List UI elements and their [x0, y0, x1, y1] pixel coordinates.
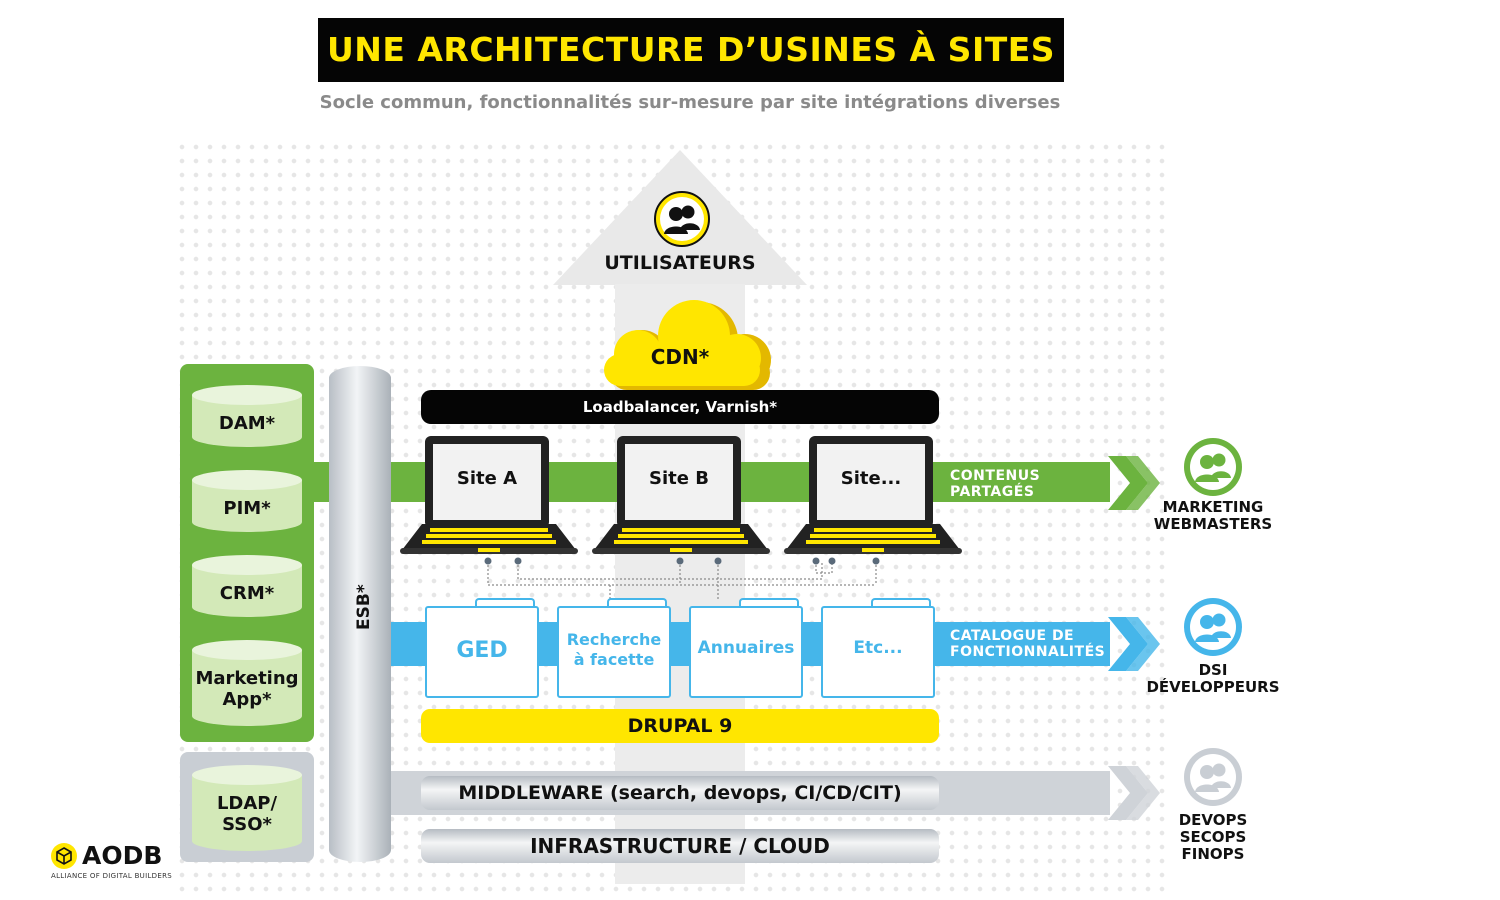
keyboard-icon — [592, 524, 770, 554]
laptop-screen: Site... — [809, 436, 933, 528]
brand-tagline: ALLIANCE OF DIGITAL BUILDERS — [51, 872, 172, 880]
site-a-laptop: Site A — [400, 436, 578, 556]
marketing-app-label: Marketing App* — [195, 668, 299, 710]
infrastructure-bar: INFRASTRUCTURE / CLOUD — [421, 829, 939, 863]
marketing-role-line2: WEBMASTERS — [1153, 515, 1273, 533]
dam-label: DAM* — [218, 413, 276, 434]
laptop-screen: Site A — [425, 436, 549, 528]
site-b-label: Site B — [649, 468, 709, 489]
marketing-users-icon — [1183, 437, 1243, 501]
users-icon — [653, 190, 711, 252]
faceted-search-label: Recherche à facette — [566, 630, 662, 669]
dsi-users-icon — [1183, 597, 1243, 661]
dsi-role-line1: DSI — [1198, 661, 1228, 679]
pim-label: PIM* — [223, 498, 271, 519]
esb-label: ESB* — [354, 584, 374, 630]
drupal-bar: DRUPAL 9 — [421, 709, 939, 743]
connector-lines — [484, 557, 880, 603]
dsi-role-line2: DÉVELOPPEURS — [1146, 678, 1280, 696]
ops-users-icon — [1183, 747, 1243, 811]
page-subtitle: Socle commun, fonctionnalités sur-mesure… — [319, 92, 1061, 113]
aodb-logo-icon — [50, 842, 78, 874]
etc-label: Etc... — [853, 638, 903, 658]
shared-content-line2: PARTAGÉS — [950, 484, 1035, 500]
catalog-line2: FONCTIONNALITÉS — [950, 644, 1106, 660]
directories-label: Annuaires — [697, 638, 795, 658]
ops-role-line2: SECOPS — [1179, 828, 1247, 846]
site-b-laptop: Site B — [592, 436, 770, 556]
dsi-role-label: DSI DÉVELOPPEURS — [1133, 662, 1293, 696]
ops-role-line3: FINOPS — [1181, 845, 1245, 863]
cdn-label: CDN* — [650, 345, 710, 369]
site-a-label: Site A — [456, 468, 518, 489]
blue-chevrons-icon — [1108, 617, 1164, 675]
keyboard-icon — [784, 524, 962, 554]
middleware-bar: MIDDLEWARE (search, devops, CI/CD/CIT) — [421, 776, 939, 810]
catalog-label: CATALOGUE DE FONCTIONNALITÉS — [950, 628, 1105, 660]
ops-role-line1: DEVOPS — [1178, 811, 1248, 829]
keyboard-icon — [400, 524, 578, 554]
crm-label: CRM* — [219, 583, 275, 604]
shared-content-line1: CONTENUS — [950, 468, 1041, 484]
page-title: UNE ARCHITECTURE D’USINES À SITES — [318, 18, 1064, 82]
esb-bus — [329, 366, 391, 862]
catalog-line1: CATALOGUE DE — [950, 628, 1075, 644]
green-chevrons-icon — [1108, 456, 1164, 514]
marketing-role-line1: MARKETING — [1162, 498, 1264, 516]
grey-chevrons-icon — [1108, 766, 1164, 824]
loadbalancer-bar: Loadbalancer, Varnish* — [421, 390, 939, 424]
site-other-label: Site... — [840, 468, 902, 489]
site-other-laptop: Site... — [784, 436, 962, 556]
cdn-cloud-icon — [590, 296, 775, 400]
laptop-screen: Site B — [617, 436, 741, 528]
ops-role-label: DEVOPS SECOPS FINOPS — [1133, 812, 1293, 863]
shared-content-label: CONTENUS PARTAGÉS — [950, 468, 1040, 500]
brand-name: AODB — [82, 841, 163, 870]
ged-label: GED — [456, 638, 508, 663]
marketing-role-label: MARKETING WEBMASTERS — [1133, 499, 1293, 533]
users-label: UTILISATEURS — [604, 252, 756, 274]
ldap-sso-label: LDAP/ SSO* — [216, 793, 278, 835]
